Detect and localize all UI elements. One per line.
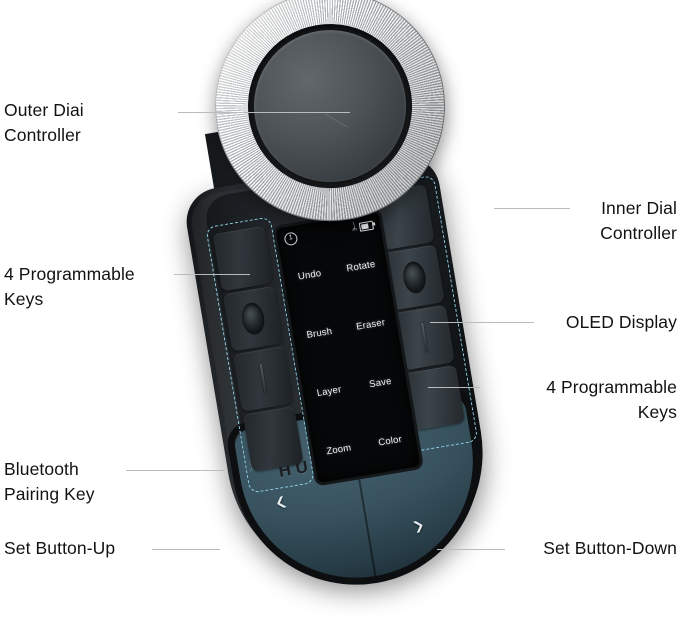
oled-item-rotate[interactable]: Rotate <box>345 258 377 275</box>
oled-item-brush[interactable]: Brush <box>305 325 334 342</box>
callout-oled-display: OLED Display <box>565 312 677 332</box>
leader-set-button-down <box>437 549 505 550</box>
callout-outer-dial-controller: Outer Diai Controller <box>4 100 84 145</box>
leader-inner-dial-controller <box>494 208 570 209</box>
programmable-key-l3[interactable] <box>232 345 294 412</box>
ridge-icon <box>421 322 429 353</box>
oled-item-zoom[interactable]: Zoom <box>325 442 353 458</box>
oled-item-layer[interactable]: Layer <box>316 384 343 400</box>
leader-outer-dial-controller <box>178 112 350 113</box>
ridge-icon <box>259 363 267 394</box>
bluetooth-icon: ᛦ <box>350 221 359 234</box>
callout-set-button-up: Set Button-Up <box>4 538 116 558</box>
programmable-key-l2[interactable] <box>222 285 284 352</box>
oled-item-eraser[interactable]: Eraser <box>355 317 387 333</box>
oled-item-color[interactable]: Color <box>377 433 403 449</box>
battery-icon <box>358 220 374 232</box>
programmable-key-l4[interactable] <box>242 406 304 472</box>
oled-item-save[interactable]: Save <box>368 375 393 391</box>
callout-set-button-down: Set Button-Down <box>543 538 677 558</box>
oled-status-right: ᛦ <box>351 220 374 233</box>
dial-assembly[interactable] <box>197 0 463 239</box>
leader-bluetooth-pairing-key <box>126 470 224 471</box>
leader-programmable-keys-left <box>174 274 250 275</box>
thumb-well-icon <box>401 259 428 296</box>
oled-item-undo[interactable]: Undo <box>297 267 323 283</box>
diagram-canvas: ‹ › HUION ᛦ <box>0 0 679 604</box>
callout-programmable-keys-right: 4 Programmable Keys <box>546 377 677 422</box>
profile-badge: 1 <box>283 230 299 246</box>
callout-bluetooth-pairing-key: Bluetooth Pairing Key <box>4 459 95 504</box>
leader-programmable-keys-right <box>428 387 480 388</box>
thumb-well-icon <box>239 301 267 337</box>
leader-oled-display <box>430 322 534 323</box>
leader-set-button-up <box>152 549 220 550</box>
callout-inner-dial-controller: Inner Dial Controller <box>600 198 677 243</box>
callout-programmable-keys-left: 4 Programmable Keys <box>4 264 135 309</box>
